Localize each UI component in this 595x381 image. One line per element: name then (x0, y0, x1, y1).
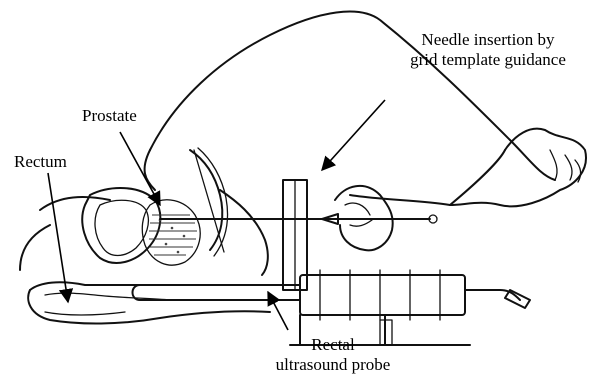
ultrasound-probe (133, 270, 531, 345)
probe-label-line1: Rectal (258, 335, 408, 355)
needle (160, 214, 437, 224)
grid-template (283, 180, 307, 290)
rectum (28, 282, 270, 323)
needle-label-line2: grid template guidance (388, 50, 588, 70)
rectum-label: Rectum (14, 152, 67, 172)
needle-insertion-label: Needle insertion by grid template guidan… (388, 30, 588, 70)
probe-label-line2: ultrasound probe (258, 355, 408, 375)
needle-label-line1: Needle insertion by (388, 30, 588, 50)
probe-arrow (268, 292, 288, 330)
prostate-gland (142, 200, 200, 265)
urethra (190, 148, 228, 256)
probe-label: Rectal ultrasound probe (258, 335, 408, 375)
needle-arrow (322, 100, 385, 170)
prostate-label: Prostate (82, 106, 137, 126)
